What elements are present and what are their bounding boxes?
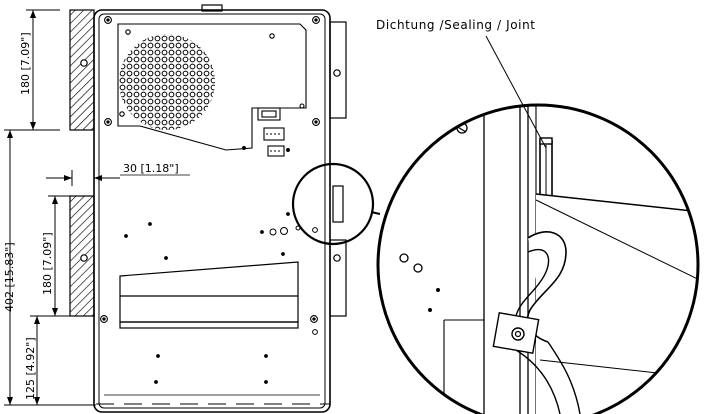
dim-top-bracket-height: 180 [7.09"] bbox=[19, 32, 32, 95]
connectors bbox=[242, 107, 290, 157]
panel-holes bbox=[124, 212, 318, 384]
air-outlet bbox=[119, 261, 299, 329]
fan-grille bbox=[119, 34, 215, 130]
dim-mid-bracket-height: 180 [7.09"] bbox=[41, 232, 54, 295]
left-mounting-brackets bbox=[69, 9, 95, 317]
seal-callout-leader bbox=[485, 35, 547, 149]
dim-flange-width: 30 [1.18"] bbox=[123, 162, 179, 175]
dim-mount-pitch: 402 [15.83"] bbox=[3, 242, 16, 312]
detail-leader-line bbox=[370, 211, 381, 215]
dimension-arrows bbox=[7, 10, 102, 405]
fan-plate bbox=[117, 23, 307, 151]
dimension-lines bbox=[4, 9, 120, 406]
right-mounting-brackets bbox=[329, 21, 347, 317]
zoom-detail bbox=[376, 103, 700, 414]
housing-outline bbox=[93, 4, 331, 413]
detail-marker-circle bbox=[291, 162, 375, 246]
dim-bottom-offset: 125 [4.92"] bbox=[24, 337, 37, 400]
housing-screws bbox=[100, 16, 320, 323]
seal-callout-label: Dichtung /Sealing / Joint bbox=[376, 18, 536, 32]
